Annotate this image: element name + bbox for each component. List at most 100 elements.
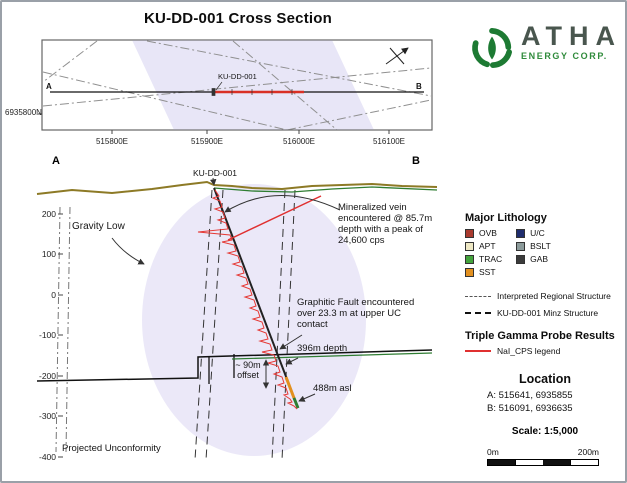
lithology-item: U/C bbox=[516, 228, 551, 238]
lithology-legend: OVB APT TRAC SST U/C bbox=[465, 228, 625, 277]
scale-bar-max: 200m bbox=[577, 447, 599, 457]
drillhole-label-arrow bbox=[209, 177, 217, 186]
regional-structure-legend-item: Interpreted Regional Structure bbox=[465, 291, 625, 301]
structure-label: KU-DD-001 Minz Structure bbox=[497, 308, 599, 318]
page-title: KU-DD-001 Cross Section bbox=[144, 10, 332, 27]
lithology-swatch bbox=[465, 241, 474, 251]
gamma-probe-trace bbox=[197, 189, 298, 410]
lithology-label: U/C bbox=[530, 228, 545, 238]
location-b: B: 516091, 6936635 bbox=[487, 403, 573, 414]
easting-tick-label: 515900E bbox=[191, 137, 223, 146]
scale-bar-min: 0m bbox=[487, 447, 499, 457]
section-drillhole-label: KU-DD-001 bbox=[193, 168, 237, 178]
asl-arrow bbox=[298, 393, 316, 402]
elevation-tick-label: 200 bbox=[42, 209, 56, 219]
logo-subtitle: ENERGY CORP. bbox=[521, 51, 608, 62]
lithology-item: APT bbox=[465, 241, 502, 251]
map-label-b: B bbox=[416, 82, 422, 91]
lithology-swatch bbox=[516, 241, 526, 251]
elevation-tick-label: -400 bbox=[39, 452, 56, 462]
location-a: A: 515641, 6935855 bbox=[487, 390, 573, 401]
company-logo: ATHA ENERGY CORP. bbox=[470, 22, 622, 74]
easting-ticks bbox=[111, 130, 390, 134]
scale-bar-labels: 0m 200m bbox=[487, 447, 599, 457]
elevation-tick-label: -300 bbox=[39, 411, 56, 421]
lithology-label: TRAC bbox=[479, 254, 503, 264]
lithology-legend-title: Major Lithology bbox=[465, 212, 547, 224]
unconformity-line bbox=[36, 349, 433, 384]
fault-structure-lines bbox=[194, 189, 296, 461]
minz-structure-legend-item: KU-DD-001 Minz Structure bbox=[465, 308, 625, 318]
drillhole-trace bbox=[213, 187, 300, 409]
lithology-swatch bbox=[465, 228, 474, 238]
map-label-a: A bbox=[46, 82, 52, 91]
legend-panel: Major Lithology OVB APT TRAC SST bbox=[465, 212, 625, 466]
gravity-low-label: Gravity Low bbox=[72, 221, 125, 232]
lithology-label: APT bbox=[479, 241, 496, 251]
elevation-tick-label: 100 bbox=[42, 249, 56, 259]
structure-label: Interpreted Regional Structure bbox=[497, 291, 611, 301]
gravity-low-ellipse bbox=[142, 184, 366, 456]
location-title: Location bbox=[518, 372, 572, 386]
gamma-label: NaI_CPS legend bbox=[497, 346, 561, 356]
scale-bar-segment bbox=[488, 460, 515, 465]
plan-map-panel: A B KU-DD-001 515800E 515900E 516000E 51… bbox=[38, 39, 433, 146]
lithology-label: OVB bbox=[479, 228, 497, 238]
dashdot-line-sample bbox=[465, 295, 491, 297]
atha-logo-icon bbox=[472, 28, 512, 68]
scale-bar-segment bbox=[515, 460, 543, 465]
asl-annotation: 488m asl bbox=[313, 383, 352, 394]
map-drillhole-ticks bbox=[211, 88, 293, 96]
bold-dashed-line-sample bbox=[465, 312, 491, 314]
left-structure-lines bbox=[55, 206, 71, 453]
lithology-item: BSLT bbox=[516, 241, 551, 251]
map-drillhole-label: KU-DD-001 bbox=[218, 72, 257, 81]
graphitic-fault-annotation: Graphitic Fault encountered over 23.3 m … bbox=[297, 297, 415, 330]
map-label-leader bbox=[215, 81, 223, 91]
lithology-swatch bbox=[465, 267, 474, 277]
projected-unconformity-label: Projected Unconformity bbox=[62, 443, 161, 454]
elevation-ticks bbox=[58, 213, 63, 458]
topography-line bbox=[36, 180, 438, 195]
scale-text: Scale: 1:5,000 bbox=[511, 426, 579, 437]
lithology-item: TRAC bbox=[465, 254, 502, 264]
scale-bar-segments bbox=[487, 459, 599, 466]
mineralized-vein-line bbox=[227, 195, 322, 241]
logo-wordmark: ATHA bbox=[521, 21, 622, 51]
annotation-arrows bbox=[111, 177, 341, 402]
lithology-swatch bbox=[465, 254, 474, 264]
easting-tick-label: 516100E bbox=[373, 137, 405, 146]
elevation-tick-label: 0 bbox=[51, 290, 56, 300]
easting-tick-label: 516000E bbox=[283, 137, 315, 146]
lithology-label: GAB bbox=[530, 254, 549, 264]
lithology-column-right: U/C BSLT GAB bbox=[516, 228, 551, 277]
mineralized-vein-arrow bbox=[224, 195, 341, 213]
lithology-swatch bbox=[516, 254, 526, 264]
elevation-tick-label: -200 bbox=[39, 371, 56, 381]
elevation-tick-labels: 200 100 0 -100 -200 -300 -400 bbox=[39, 209, 56, 462]
cross-section-drawing: 200 100 0 -100 -200 -300 -400 bbox=[36, 177, 438, 462]
gamma-line-sample bbox=[465, 350, 491, 352]
northing-label: 6935800N bbox=[5, 108, 42, 117]
lithology-label: BSLT bbox=[530, 241, 551, 251]
depth-arrow bbox=[285, 357, 299, 365]
easting-tick-label: 515800E bbox=[96, 137, 128, 146]
mineralized-vein-annotation: Mineralized vein encountered @ 85.7m dep… bbox=[338, 202, 433, 246]
lithology-item: OVB bbox=[465, 228, 502, 238]
offset-annotation: ~ 90m offset bbox=[235, 360, 261, 381]
lithology-label: SST bbox=[479, 267, 496, 277]
depth-annotation: 396m depth bbox=[297, 343, 348, 354]
lithology-swatch bbox=[516, 228, 526, 238]
map-regional-structures bbox=[42, 40, 432, 130]
easting-tick-labels: 515800E 515900E 516000E 516100E bbox=[96, 137, 405, 146]
section-label-b: B bbox=[412, 155, 420, 167]
north-arrow-icon bbox=[385, 47, 409, 65]
section-label-a: A bbox=[52, 155, 60, 167]
gamma-legend-item: NaI_CPS legend bbox=[465, 346, 625, 356]
elevation-tick-label: -100 bbox=[39, 330, 56, 340]
lithology-column-left: OVB APT TRAC SST bbox=[465, 228, 502, 277]
lithology-item: GAB bbox=[516, 254, 551, 264]
location-block: Location A: 515641, 6935855 B: 516091, 6… bbox=[465, 372, 625, 437]
scale-bar-segment bbox=[570, 460, 598, 465]
